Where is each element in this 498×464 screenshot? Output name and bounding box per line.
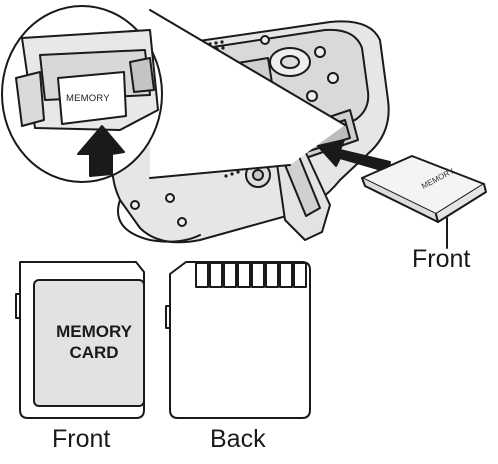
- card-front-line2: CARD: [38, 343, 150, 363]
- card-front-line1: MEMORY: [38, 322, 150, 342]
- label-front-bottom: Front: [52, 425, 110, 454]
- zoom-card-label: MEMORY: [66, 93, 110, 104]
- label-front-right: Front: [412, 245, 470, 274]
- card-back-illustration: [166, 262, 310, 418]
- label-back-bottom: Back: [210, 425, 266, 454]
